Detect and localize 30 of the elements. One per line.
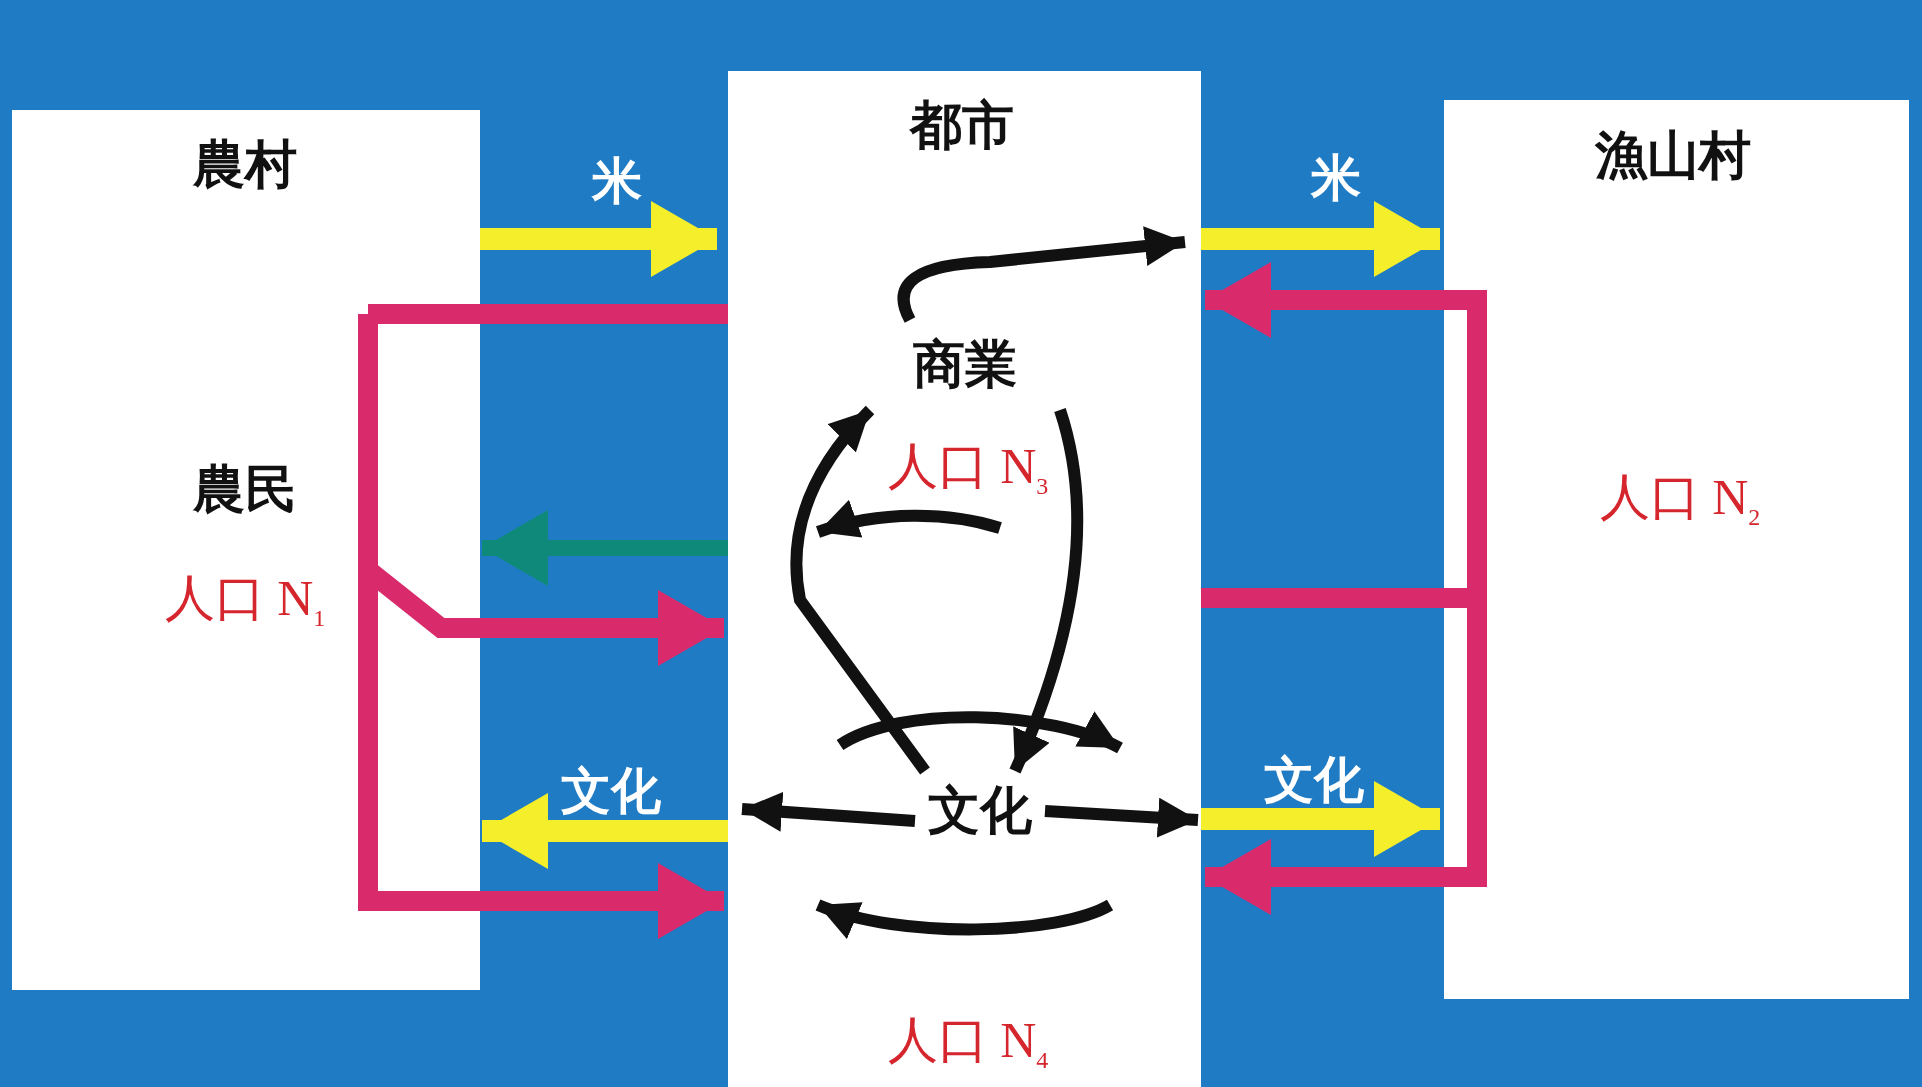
edge-label: 文化 — [561, 761, 661, 821]
area-box — [728, 71, 1201, 1087]
edge-label: 文化 — [1264, 750, 1364, 810]
node-title: 都市 — [910, 95, 1014, 156]
arrow — [897, 226, 1186, 323]
arrow — [1044, 797, 1199, 838]
arrow — [1009, 408, 1084, 774]
population-label: 人口 N$_{2}$ — [1599, 467, 1761, 531]
edge-label: 米 — [1311, 148, 1361, 208]
arrow — [1205, 598, 1487, 915]
arrow — [358, 314, 724, 939]
population-label: 人口 N$_{4}$ — [887, 1010, 1049, 1074]
arrow — [741, 791, 916, 832]
arrow — [482, 510, 728, 586]
population-label: 人口 N$_{3}$ — [887, 436, 1049, 500]
node-label: 商業 — [850, 320, 1080, 410]
arrow — [480, 201, 717, 277]
arrow — [790, 405, 930, 775]
node-title: 漁山村 — [1595, 125, 1751, 186]
area-box — [1444, 100, 1909, 999]
arrow — [1201, 201, 1440, 277]
arrow — [1201, 781, 1440, 857]
population-label: 人口 N$_{1}$ — [164, 568, 326, 632]
node-title: 農村 — [193, 134, 297, 195]
arrow — [1205, 262, 1487, 598]
node-label: 文化 — [915, 771, 1045, 851]
arrow — [482, 793, 728, 869]
node-label: 農民 — [193, 459, 297, 520]
area-box — [12, 110, 480, 990]
edge-label: 米 — [592, 151, 642, 211]
